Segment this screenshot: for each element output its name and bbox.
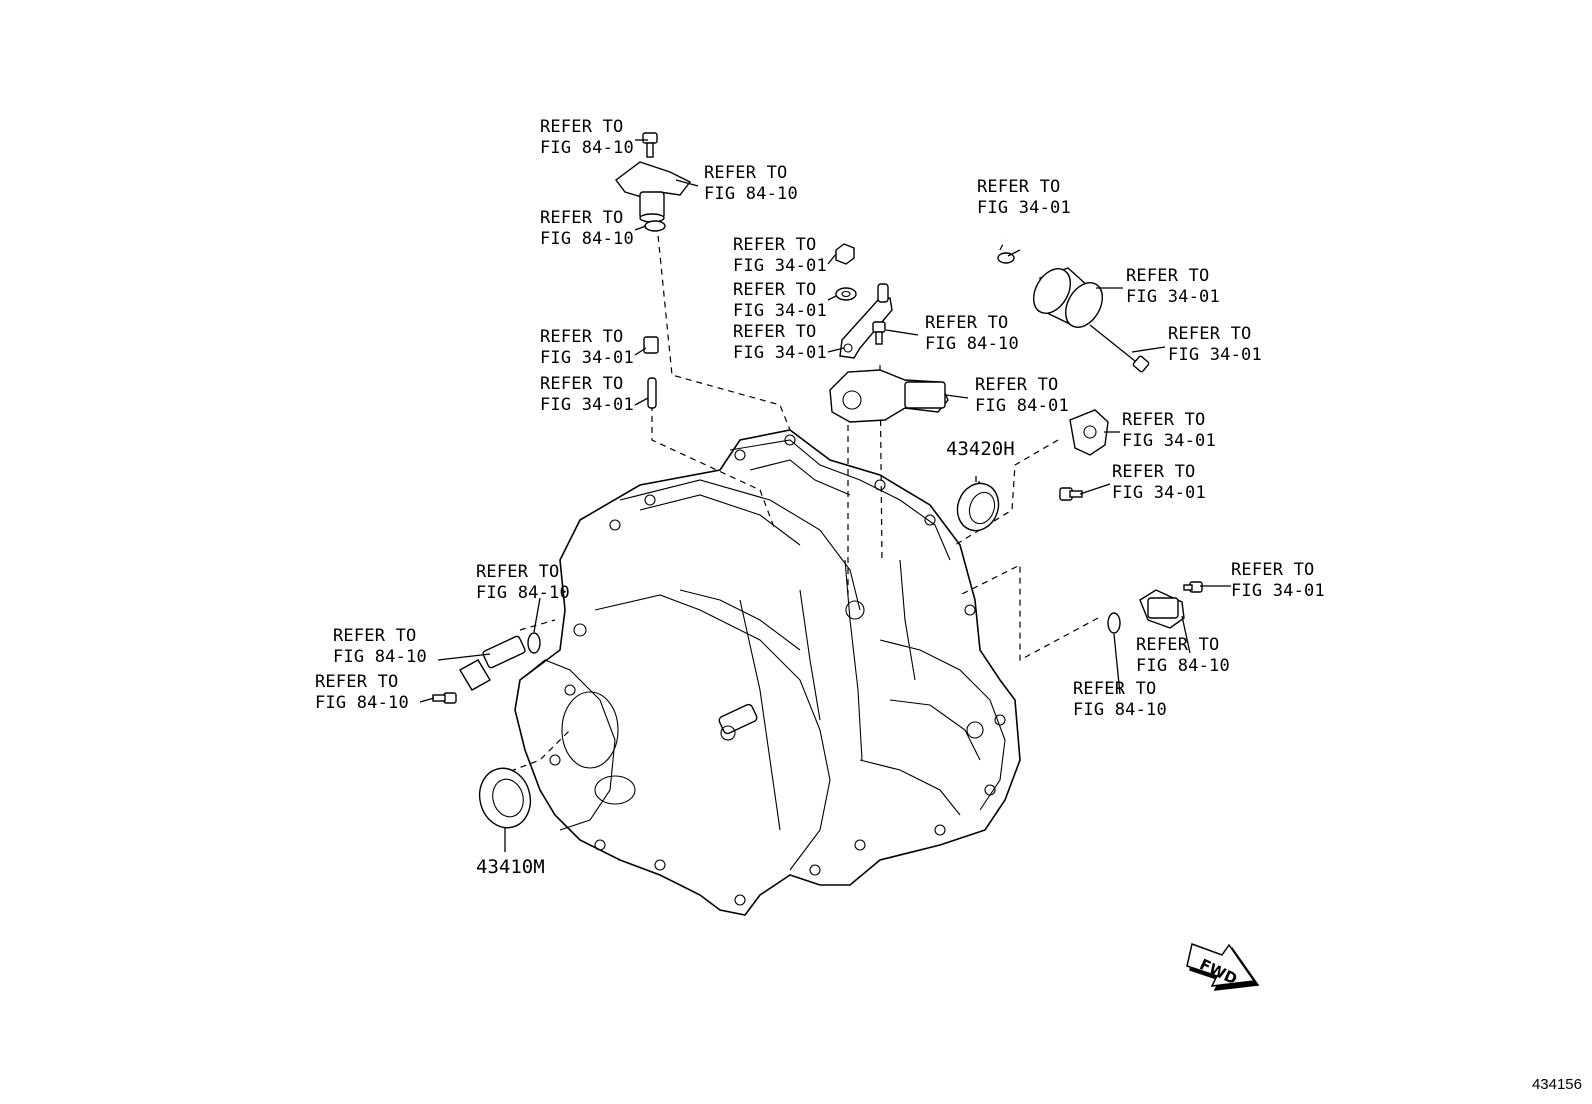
assembly-lines [499,224,1099,776]
right-speed-sensor [1139,589,1185,629]
left-o-ring [527,632,541,654]
right-o-ring [1107,612,1121,634]
clip [643,336,659,354]
cylinder-part [1032,267,1104,328]
left-speed-sensor [459,635,526,691]
nut [835,243,855,265]
oil-seal-43410m [478,767,532,829]
diagram-reference-number: 434156 [1531,1076,1582,1093]
top-speed-sensor [615,161,692,223]
fwd-arrow-icon: FWD [1186,943,1260,991]
transaxle-case [514,429,1021,916]
neutral-start-switch [829,369,949,423]
oil-seal-43420h [956,482,1000,532]
long-bolt [1089,324,1150,373]
top-o-ring [644,220,666,232]
leader-lines [419,139,1231,852]
washer [835,287,857,301]
top-sensor-bolt [642,132,658,158]
dowel-pin [647,377,657,409]
gasket [1069,409,1109,456]
part-number-43410m[interactable]: 43410M [476,856,545,878]
right-sensor-bolt [1183,581,1203,593]
left-sensor-bolt [432,692,457,704]
plug-bolt [1059,487,1083,501]
parts [432,132,1203,829]
part-number-43420h[interactable]: 43420H [946,438,1015,460]
lever-bolt [872,321,886,345]
